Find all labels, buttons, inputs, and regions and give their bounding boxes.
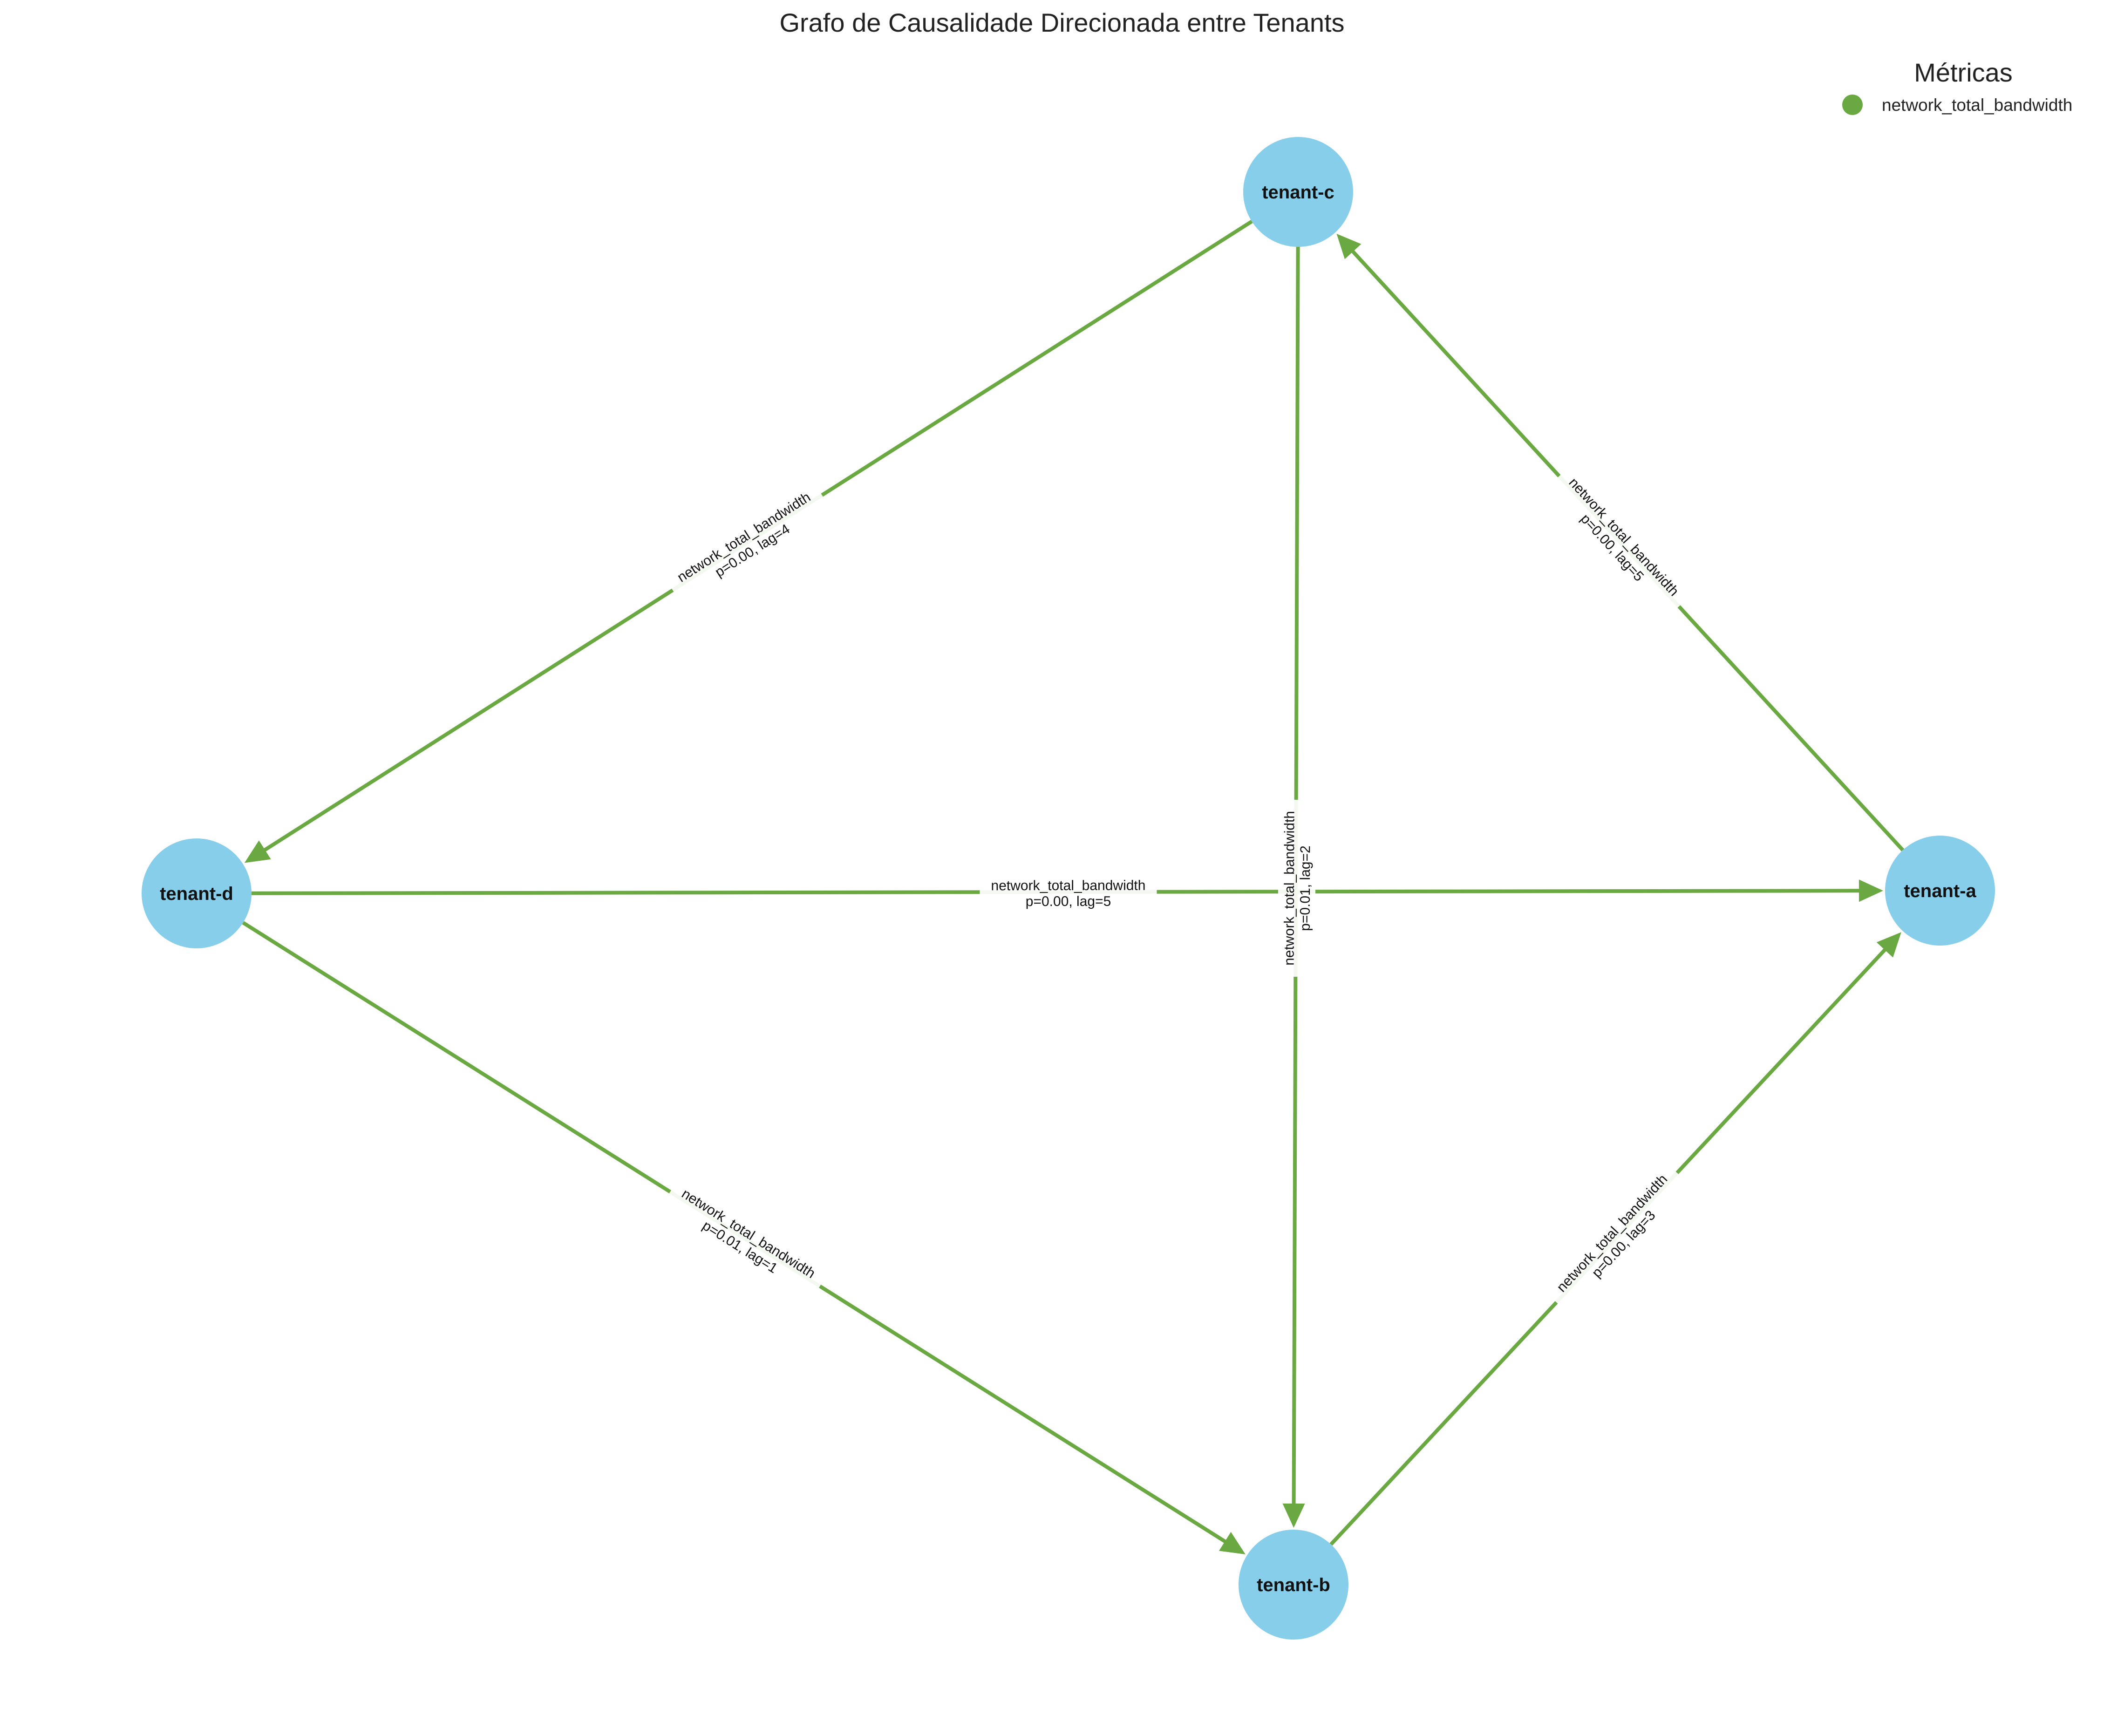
legend-title: Métricas xyxy=(1914,58,2013,87)
node-label: tenant-a xyxy=(1904,881,1976,901)
node-label: tenant-c xyxy=(1262,182,1334,203)
edge-label-stats: p=0.00, lag=5 xyxy=(1026,894,1111,909)
edge-label-background xyxy=(663,480,833,607)
legend-item-label: network_total_bandwidth xyxy=(1882,95,2072,115)
edge-arrowhead xyxy=(1336,233,1362,259)
node-tenant-c: tenant-c xyxy=(1243,137,1353,247)
node-circle xyxy=(142,838,252,948)
nodes: tenant-a tenant-b tenant-c tenant-d xyxy=(142,137,1995,1640)
edge-label-background xyxy=(1545,464,1692,620)
node-tenant-d: tenant-d xyxy=(142,838,252,948)
node-label: tenant-b xyxy=(1257,1575,1330,1595)
edge-label-metric: network_total_bandwidth xyxy=(674,490,813,585)
edge-arrowhead xyxy=(1876,932,1901,958)
edge-label-background xyxy=(660,1177,830,1303)
edge-label-background xyxy=(980,874,1157,912)
legend: Métricas network_total_bandwidth xyxy=(1842,58,2072,115)
node-circle xyxy=(1243,137,1353,247)
edge-label-stats: p=0.01, lag=2 xyxy=(1298,845,1314,931)
node-circle xyxy=(1239,1530,1348,1640)
edge-arrowhead xyxy=(1282,1503,1305,1528)
edge-label-metric: network_total_bandwidth xyxy=(991,878,1146,894)
edge-label-metric: network_total_bandwidth xyxy=(1554,1171,1670,1295)
edge-label-metric: network_total_bandwidth xyxy=(679,1186,818,1281)
graph-title: Grafo de Causalidade Direcionada entre T… xyxy=(779,8,1344,37)
edge-label-background xyxy=(1543,1161,1692,1316)
edge-arrowhead xyxy=(1219,1532,1246,1554)
node-tenant-a: tenant-a xyxy=(1885,836,1995,946)
node-circle xyxy=(1885,836,1995,946)
node-tenant-b: tenant-b xyxy=(1239,1530,1348,1640)
edge-arrowhead xyxy=(1858,879,1884,902)
edge-label-metric: network_total_bandwidth xyxy=(1566,475,1682,599)
legend-marker xyxy=(1842,95,1863,115)
edge-label-background xyxy=(1278,799,1316,977)
edge-arrowhead xyxy=(244,840,271,863)
node-label: tenant-d xyxy=(160,884,233,904)
edge-label-metric: network_total_bandwidth xyxy=(1281,811,1297,966)
